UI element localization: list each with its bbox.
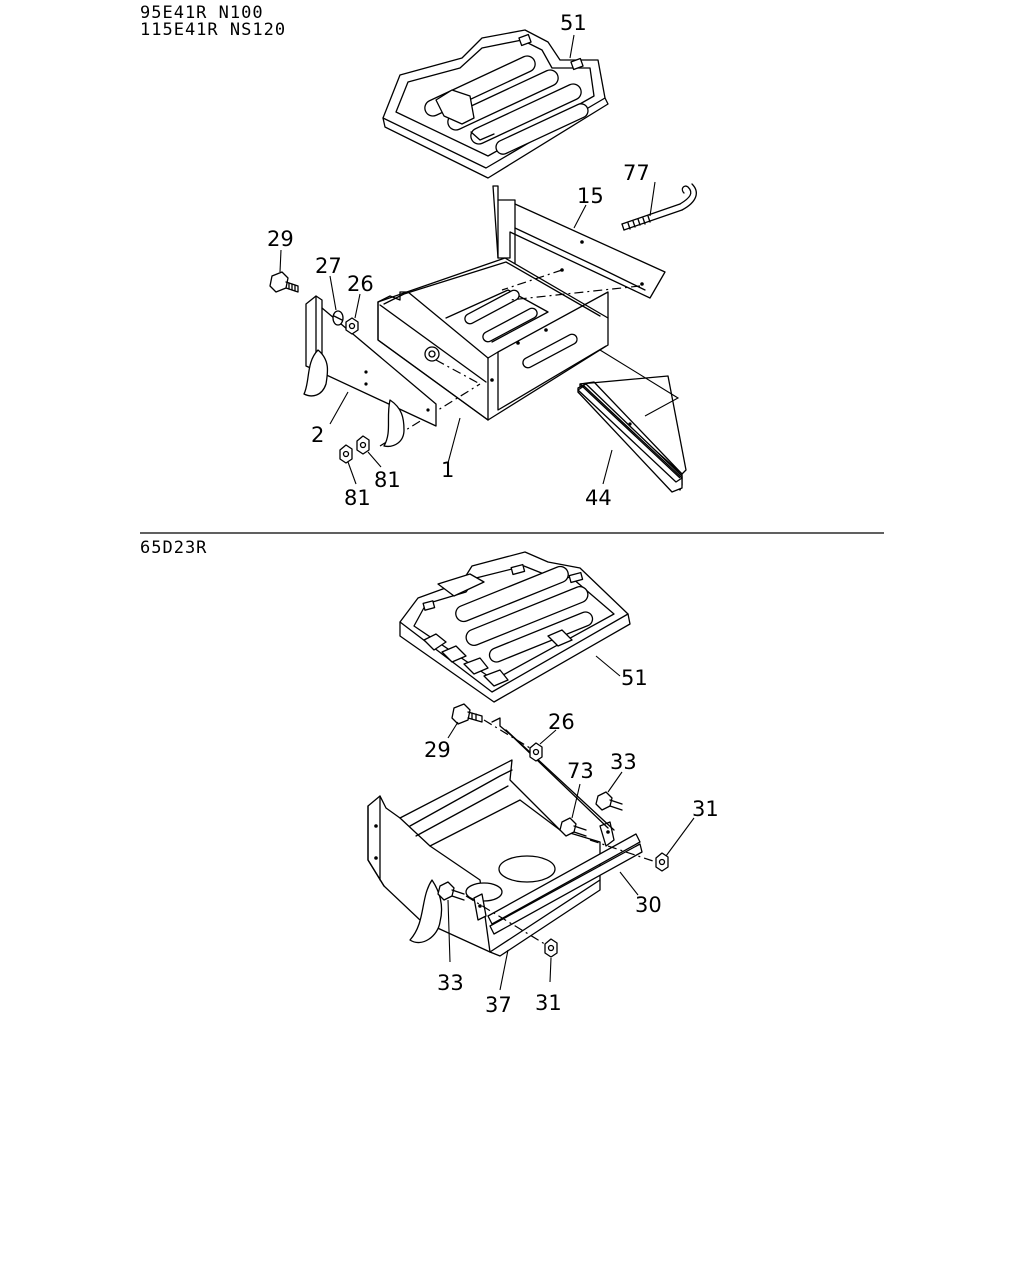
top-battery-cover-51 — [382, 29, 609, 179]
bottom-rod — [491, 717, 609, 829]
leader-44 — [602, 449, 613, 485]
align-line-1 — [509, 285, 641, 301]
align-line-6 — [589, 839, 657, 863]
bolt-73 — [559, 817, 587, 837]
leader-27 — [329, 275, 337, 311]
leader-26-bottom — [539, 729, 557, 745]
nut-81-a — [339, 444, 353, 464]
hold-down-bar-30 — [473, 821, 643, 935]
hook-bolt-77 — [621, 183, 697, 231]
leader-33-upper — [607, 771, 623, 793]
leader-81-a — [347, 461, 357, 485]
leader-77 — [649, 181, 656, 217]
leader-26-top — [354, 293, 361, 319]
bolt-29-bottom — [451, 703, 483, 725]
leader-51-bottom — [595, 655, 621, 677]
leader-31-bottom — [549, 957, 552, 983]
bolt-33-upper — [595, 791, 623, 811]
callout-26-top: 26 — [347, 272, 374, 296]
callout-31-bottom: 31 — [535, 991, 562, 1015]
leader-51-top — [569, 34, 575, 59]
nut-31-bottom — [544, 938, 558, 958]
bottom-rod-edge — [505, 729, 615, 831]
callout-27: 27 — [315, 254, 342, 278]
callout-26-bottom: 26 — [548, 710, 575, 734]
callout-1: 1 — [441, 458, 454, 482]
bottom-battery-cover-51 — [399, 551, 631, 703]
callout-31-right: 31 — [692, 797, 719, 821]
model-label-65d23r: 65D23R — [140, 538, 208, 558]
callout-29-top: 29 — [267, 227, 294, 251]
align-line-7 — [465, 895, 549, 947]
callout-15: 15 — [577, 184, 604, 208]
callout-33-lower: 33 — [437, 971, 464, 995]
bolt-29-top — [269, 271, 299, 293]
leader-30 — [619, 871, 639, 896]
callout-81-a: 81 — [344, 486, 371, 510]
nut-81-b — [356, 435, 370, 455]
leader-29-top — [279, 249, 282, 273]
bolt-33-lower — [437, 881, 465, 901]
callout-29-bottom: 29 — [424, 738, 451, 762]
callout-77: 77 — [623, 161, 650, 185]
callout-73: 73 — [567, 759, 594, 783]
leader-33-lower — [447, 899, 451, 963]
callout-2: 2 — [311, 423, 324, 447]
callout-44: 44 — [585, 486, 612, 510]
nut-26-top — [345, 317, 359, 335]
align-line-5 — [483, 719, 531, 749]
leader-29-bottom — [447, 721, 459, 739]
leader-2 — [329, 391, 349, 425]
plate-44 — [577, 375, 687, 493]
model-label-95e41r: 95E41R N100 — [140, 3, 264, 23]
align-line-2 — [501, 269, 563, 291]
washer-27 — [332, 310, 344, 326]
battery-tray-37 — [367, 759, 601, 957]
side-plate-2 — [303, 295, 437, 448]
battery-tray-1 — [377, 257, 609, 421]
leader-81-b — [367, 451, 382, 468]
leader-73 — [571, 783, 581, 819]
nut-26-bottom — [529, 742, 543, 762]
model-label-115e41r: 115E41R NS120 — [140, 20, 287, 40]
callout-51-bottom: 51 — [621, 666, 648, 690]
leader-15 — [573, 204, 587, 229]
leader-31-right — [665, 817, 695, 857]
callout-30: 30 — [635, 893, 662, 917]
callout-33-upper: 33 — [610, 750, 637, 774]
leader-37 — [499, 949, 509, 991]
callout-51-top: 51 — [560, 11, 587, 35]
leader-plate-44-ref — [599, 349, 680, 417]
callout-81-b: 81 — [374, 468, 401, 492]
nut-31-right — [655, 852, 669, 872]
callout-37: 37 — [485, 993, 512, 1017]
align-line-3 — [435, 359, 481, 385]
leader-1 — [447, 417, 461, 464]
